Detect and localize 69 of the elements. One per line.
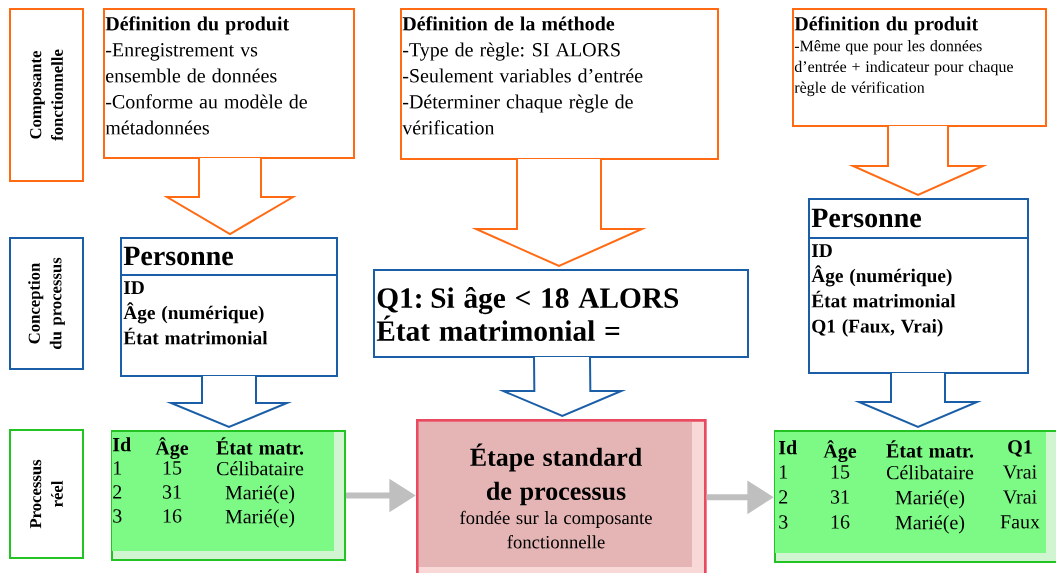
block-arrow xyxy=(163,157,297,236)
table-header: Âge xyxy=(823,440,857,463)
callout-text: -Type de règle: SI ALORS xyxy=(403,42,620,61)
table-header: État matr. xyxy=(886,440,974,458)
callout-box xyxy=(400,8,719,160)
table-value: 16 xyxy=(831,515,850,529)
callout-text: -Conforme au modèle de métadonnées xyxy=(105,94,307,135)
attribute-text: ID xyxy=(123,281,144,294)
data-table xyxy=(111,430,346,561)
step-title: Étape standard de processus xyxy=(470,443,642,506)
table-value: Vrai xyxy=(1003,490,1037,504)
callout-box xyxy=(792,8,1047,127)
table-value: Vrai xyxy=(1003,465,1037,479)
attribute-text: Âge (numérique) xyxy=(811,265,952,287)
callout-text: -Même que pour les données d’entrée + indicateur pour chaque règle de vérification xyxy=(794,40,1013,97)
table-value: 2 xyxy=(113,485,122,499)
row-label-box xyxy=(9,429,84,559)
callout-heading: Définition du produit xyxy=(105,16,290,35)
table-value: 15 xyxy=(163,461,182,475)
row-label: Composante fonctionnelle xyxy=(30,49,63,141)
table-value: 15 xyxy=(831,465,850,479)
callout-text: -Déterminer chaque règle de vérification xyxy=(402,94,633,135)
callout-text: -Seulement variables d’entrée xyxy=(403,68,643,83)
callout-heading: Définition du produit xyxy=(794,16,979,35)
table-value: 3 xyxy=(779,515,788,529)
table-value: 31 xyxy=(162,485,181,499)
step-text: fondée sur la composante fonctionnelle xyxy=(460,510,652,549)
rule-text: Q1: Si âge < 18 ALORS État matrimonial = xyxy=(376,287,679,341)
block-arrow xyxy=(471,158,647,268)
class-name: Personne xyxy=(811,208,921,228)
block-arrow xyxy=(165,375,293,429)
block-arrow xyxy=(848,125,988,197)
callout-heading: Définition de la méthode xyxy=(402,16,615,31)
callout-box xyxy=(103,8,355,159)
table-value: 3 xyxy=(113,509,122,523)
attribute-text: Âge (numérique) xyxy=(123,302,264,324)
class-box xyxy=(119,237,338,377)
table-header: Id xyxy=(778,440,797,455)
table-header: État matr. xyxy=(216,437,304,455)
row-label-box xyxy=(9,237,84,370)
attribute-text: Q1 (Faux, Vrai) xyxy=(812,319,943,337)
table-header: Âge xyxy=(155,437,189,460)
table-header: Q1 xyxy=(1008,440,1032,457)
row-label: Processus réel xyxy=(30,459,63,529)
process-step-box xyxy=(416,419,707,573)
block-arrow xyxy=(498,356,627,418)
table-value: 1 xyxy=(114,461,122,475)
table-value: Faux xyxy=(1000,515,1040,529)
row-label-box xyxy=(9,8,84,182)
table-value: Marié(e) xyxy=(895,515,965,534)
table-header: Id xyxy=(112,437,131,452)
class-box xyxy=(807,198,1029,374)
table-value: 1 xyxy=(780,465,788,479)
table-value: Célibataire xyxy=(886,465,974,480)
table-value: 2 xyxy=(779,490,788,504)
attribute-text: État matrimonial xyxy=(123,327,268,345)
row-label: Conception du processus xyxy=(28,257,65,349)
data-table xyxy=(774,430,1056,563)
attribute-text: État matrimonial xyxy=(811,290,956,308)
table-value: 31 xyxy=(830,490,849,504)
table-value: 16 xyxy=(163,509,182,523)
attribute-text: ID xyxy=(811,244,832,257)
callout-text: -Enregistrement vs ensemble de données xyxy=(106,43,277,83)
table-value: Célibataire xyxy=(216,461,304,476)
table-value: Marié(e) xyxy=(895,490,965,509)
table-value: Marié(e) xyxy=(225,509,295,528)
table-value: Marié(e) xyxy=(225,485,295,504)
class-name: Personne xyxy=(123,246,233,266)
block-arrow xyxy=(854,372,982,429)
